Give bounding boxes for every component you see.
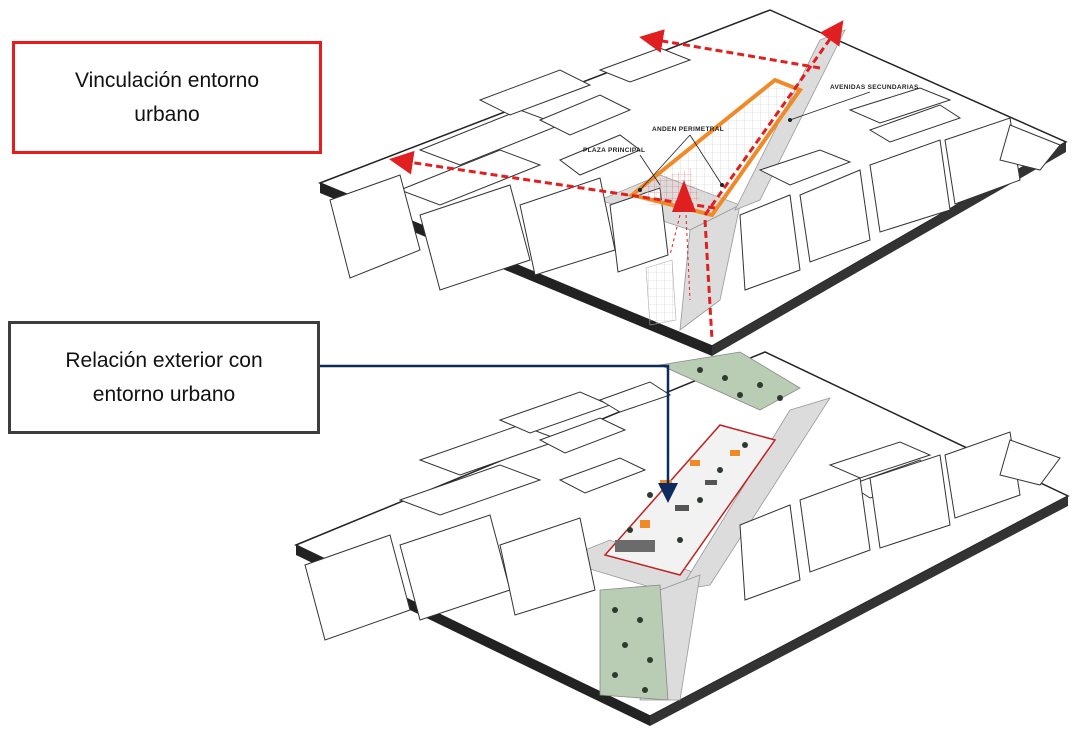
callout-relacion-text: Relación exterior con entorno urbano (65, 348, 263, 406)
callout-vinculacion-text: Vinculación entorno urbano (74, 68, 260, 126)
trees (612, 367, 783, 693)
top-base-thickness (320, 183, 712, 356)
bottom-buildings-right (739, 431, 1061, 601)
bottom-site (603, 424, 777, 576)
top-buildings-left (329, 47, 692, 291)
bottom-urban-model (294, 351, 1070, 726)
connector-arrow (320, 364, 678, 503)
top-access-arrow (672, 180, 696, 212)
avenidas-label: AVENIDAS SECUNDARIAS (830, 84, 919, 91)
plaza-label: PLAZA PRINCIPAL (583, 147, 645, 154)
top-urban-model: AVENIDAS SECUNDARIAS ANDEN PERIMETRAL PL… (317, 9, 1068, 356)
top-buildings-right (739, 87, 1061, 291)
green-area-top (658, 351, 801, 411)
top-flow-arrows (389, 20, 844, 341)
anden-label: ANDEN PERIMETRAL (652, 126, 724, 133)
green-area-bottom (599, 584, 669, 701)
callout-relacion: Relación exterior con entorno urbano (8, 321, 320, 434)
bottom-buildings-left (304, 381, 672, 641)
callout-vinculacion: Vinculación entorno urbano (12, 41, 322, 154)
